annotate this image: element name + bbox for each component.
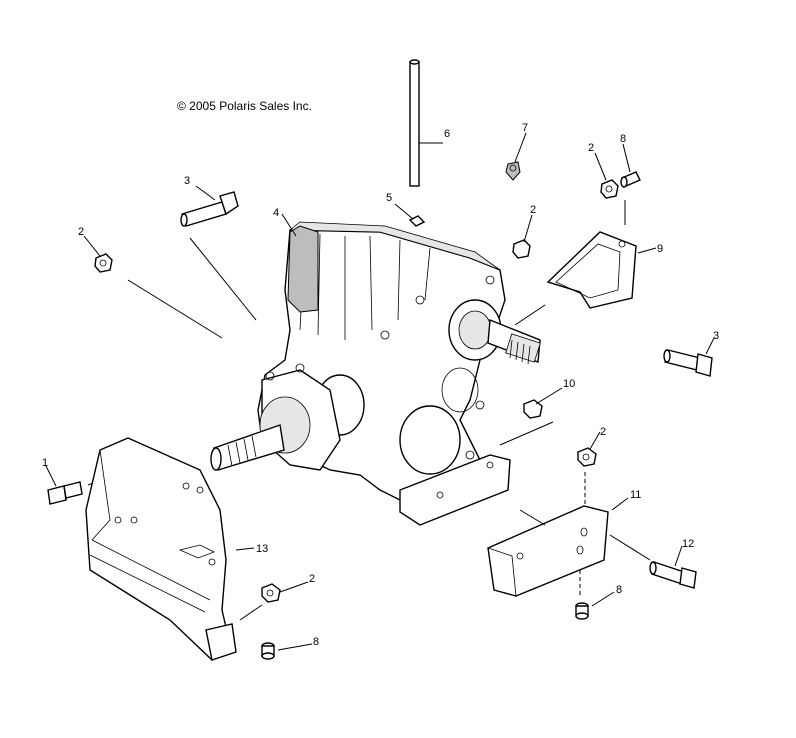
callout-number-label: 8 — [616, 584, 622, 596]
part-2-nut-lower: 2 — [239, 573, 315, 621]
part-8-stud-lower-right: 8 — [575, 584, 622, 620]
callout-number-label: 8 — [620, 133, 626, 145]
part-11-bracket: 11 — [487, 489, 651, 597]
part-7-fitting: 7 — [505, 122, 528, 181]
callout-number-label: 7 — [522, 122, 528, 134]
part-9-bracket: 9 — [514, 200, 663, 326]
callout-number-label: 9 — [657, 243, 663, 255]
part-2-nut-top-mid: 2 — [512, 204, 536, 259]
part-2-nut-top-right: 2 — [588, 142, 619, 199]
callout-number-label: 2 — [309, 573, 315, 585]
callout-number-label: 4 — [273, 207, 279, 219]
callout-number-label: 1 — [42, 457, 48, 469]
copyright-notice: © 2005 Polaris Sales Inc. — [177, 99, 312, 113]
part-10-nut: 10 — [499, 378, 575, 446]
callout-4: 4 — [273, 207, 297, 237]
callout-number-label: 12 — [682, 538, 694, 550]
part-8-stud-lower-left: 8 — [261, 636, 319, 660]
callout-number-label: 2 — [588, 142, 594, 154]
callout-number-label: 2 — [78, 226, 84, 238]
callout-number-label: 8 — [313, 636, 319, 648]
callout-number-label: 2 — [530, 204, 536, 216]
callout-number-label: 10 — [563, 378, 575, 390]
part-12-bolt: 12 — [649, 538, 697, 589]
part-5-clip: 5 — [386, 192, 426, 227]
part-6-rod — [409, 59, 443, 187]
part-2-nut-top-left: 2 — [78, 226, 223, 339]
callout-number-label: 2 — [600, 426, 606, 438]
part-3-bolt-right: 3 — [663, 330, 719, 377]
callout-number-label: 11 — [630, 489, 641, 501]
callout-number-label: 5 — [386, 192, 392, 204]
part-3-bolt-top-left: 3 — [180, 175, 257, 321]
transmission-assembly — [210, 221, 541, 526]
callout-number-label: 3 — [713, 330, 719, 342]
callout-number-label: 3 — [184, 175, 190, 187]
callout-6: 6 — [444, 128, 450, 140]
part-2-nut-right-mid: 2 — [577, 426, 606, 510]
part-8-stud-top: 8 — [620, 133, 641, 188]
callout-number-label: 13 — [256, 543, 268, 555]
part-13-bracket: 13 — [85, 437, 268, 662]
